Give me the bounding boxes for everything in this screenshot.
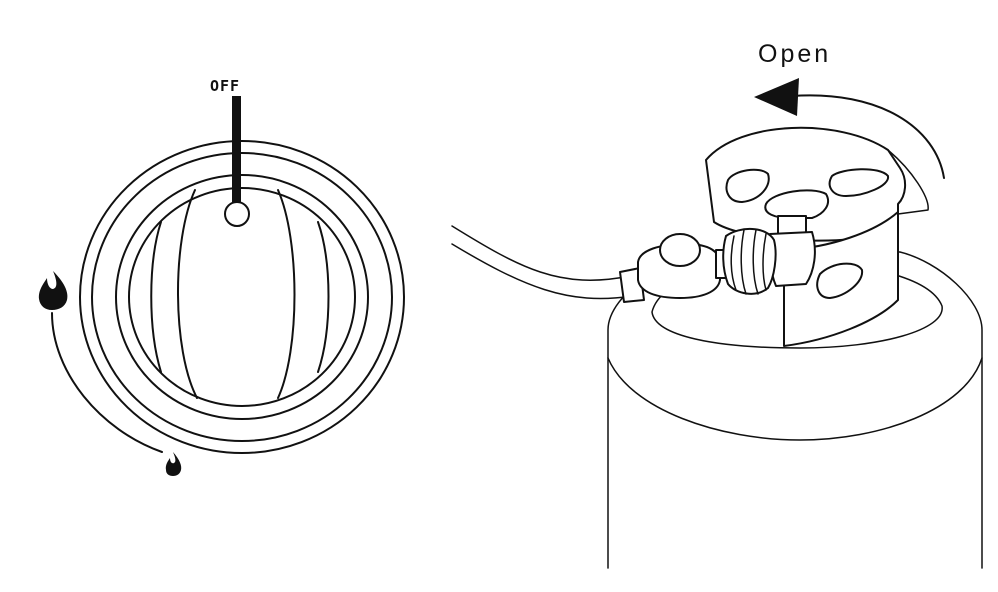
hose-inner: [451, 243, 633, 300]
collar-slot: [828, 168, 889, 197]
knob-ridge: [177, 189, 198, 399]
collar-slot: [816, 262, 864, 299]
hose-outer: [451, 225, 631, 281]
indicator-dot: [224, 201, 250, 227]
flame-range-arc: [51, 312, 163, 453]
knob-bezel-ring: [91, 152, 393, 442]
arrow-head: [754, 78, 799, 116]
off-indicator-line: [232, 96, 241, 202]
open-label: Open: [758, 40, 831, 68]
tank-shoulder-line: [607, 357, 983, 441]
low-flame-icon: [165, 452, 182, 476]
nut-knurl: [762, 233, 767, 291]
high-flame-icon: [38, 271, 68, 310]
knob-ridge: [277, 189, 296, 399]
open-direction-arrow: [791, 94, 945, 179]
control-knob: OFF: [38, 77, 405, 476]
propane-tank: Open: [451, 40, 983, 569]
regulator-cap: [659, 233, 701, 267]
valve-handwheel: [764, 189, 830, 219]
off-label: OFF: [210, 77, 240, 95]
knob-outer-ring: [79, 140, 405, 454]
knob-ridge: [150, 221, 162, 373]
nut-knurl: [752, 229, 759, 295]
collar-slot: [725, 168, 770, 203]
nut-knurl: [740, 229, 747, 295]
knob-inner-ring: [115, 174, 369, 420]
nut-knurl: [730, 235, 737, 291]
knob-ridge: [317, 221, 330, 373]
valve-guard-lip: [887, 149, 929, 215]
coupling-nut: [722, 228, 777, 295]
knob-face: [128, 187, 356, 407]
